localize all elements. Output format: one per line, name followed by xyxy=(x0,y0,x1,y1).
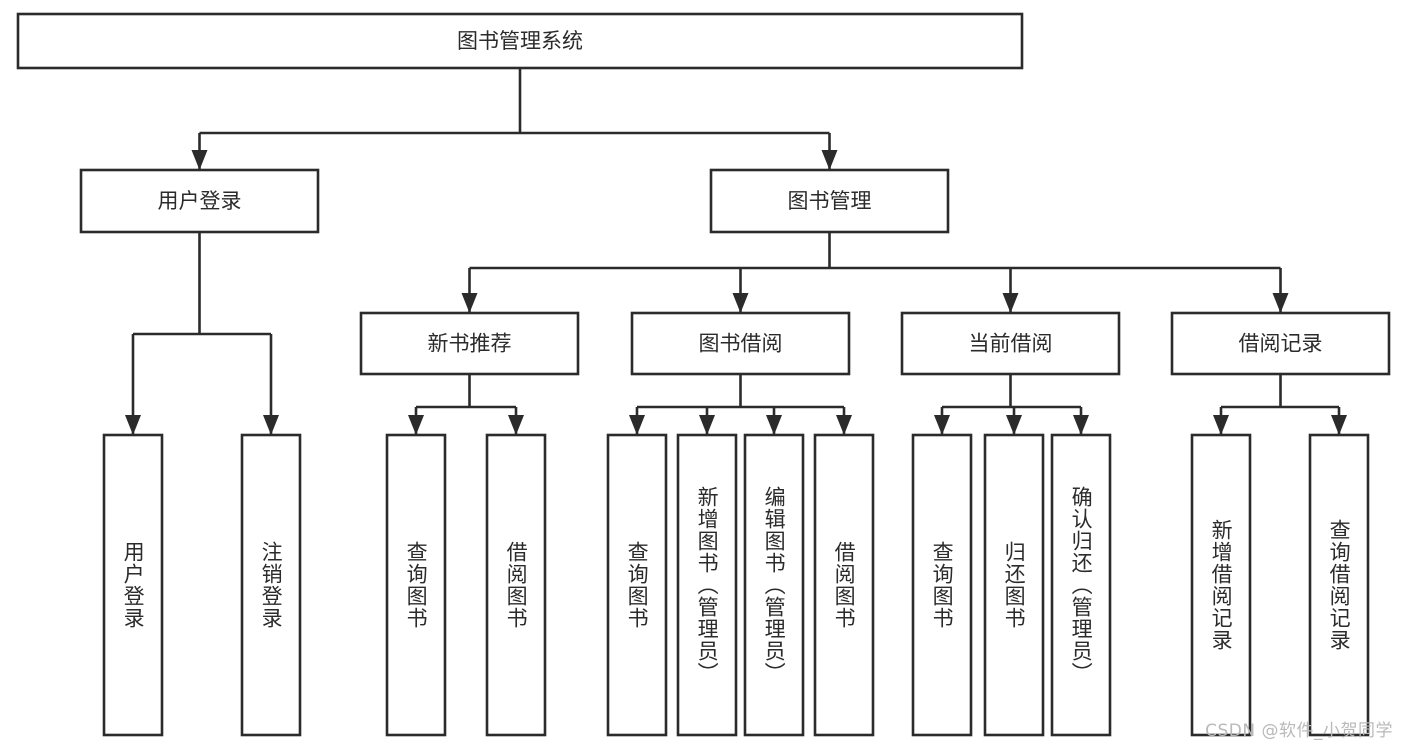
arrow-head-icon xyxy=(1272,293,1289,313)
node-box-level3-2[interactable] xyxy=(900,311,1121,376)
arrow-head-icon xyxy=(629,415,645,435)
node-box-level3-3[interactable] xyxy=(1170,311,1391,376)
node-label-level3-2: 当前借阅 xyxy=(969,332,1053,356)
csdn-watermark: CSDN @软件_小贺同学 xyxy=(1205,721,1393,741)
node-box-leaf-9[interactable] xyxy=(983,433,1045,737)
node-box-level2-1[interactable] xyxy=(709,168,950,234)
node-box-level3-1[interactable] xyxy=(630,311,851,376)
node-box-leaf-0[interactable] xyxy=(102,433,164,737)
arrow-head-icon xyxy=(125,415,141,435)
arrow-head-icon xyxy=(508,415,524,435)
arrow-head-icon xyxy=(766,415,782,435)
node-box-leaf-4[interactable] xyxy=(606,433,668,737)
node-box-leaf-12[interactable] xyxy=(1308,433,1370,737)
arrow-head-icon xyxy=(408,415,424,435)
arrow-head-icon xyxy=(699,415,715,435)
node-label-level2-1: 图书管理 xyxy=(788,189,872,213)
node-box-leaf-3[interactable] xyxy=(485,433,547,737)
node-box-root[interactable] xyxy=(16,12,1024,70)
connectors-layer xyxy=(125,68,1347,435)
node-label-level3-3: 借阅记录 xyxy=(1239,332,1323,356)
node-label-level3-1: 图书借阅 xyxy=(699,332,783,356)
node-box-leaf-2[interactable] xyxy=(385,433,447,737)
node-label-level3-0: 新书推荐 xyxy=(428,332,512,356)
node-box-leaf-7[interactable] xyxy=(813,433,875,737)
arrow-head-icon xyxy=(461,293,478,313)
node-box-level3-0[interactable] xyxy=(359,311,580,376)
node-box-leaf-8[interactable] xyxy=(911,433,973,737)
node-box-leaf-10[interactable] xyxy=(1050,433,1112,737)
node-box-leaf-6[interactable] xyxy=(743,433,805,737)
node-label-level2-0: 用户登录 xyxy=(158,189,242,213)
arrow-head-icon xyxy=(836,415,852,435)
node-box-leaf-11[interactable] xyxy=(1190,433,1252,737)
arrow-head-icon xyxy=(1006,415,1022,435)
arrow-head-icon xyxy=(263,415,279,435)
arrow-head-icon xyxy=(1002,293,1019,313)
arrow-head-icon xyxy=(821,150,838,170)
arrow-head-icon xyxy=(732,293,749,313)
boxes-layer xyxy=(16,12,1391,737)
node-box-level2-0[interactable] xyxy=(79,168,320,234)
arrow-head-icon xyxy=(191,150,208,170)
node-box-leaf-1[interactable] xyxy=(240,433,302,737)
arrow-head-icon xyxy=(1073,415,1089,435)
arrow-head-icon xyxy=(1213,415,1229,435)
arrow-head-icon xyxy=(934,415,950,435)
node-label-root: 图书管理系统 xyxy=(457,29,583,53)
node-box-leaf-5[interactable] xyxy=(676,433,738,737)
arrow-head-icon xyxy=(1331,415,1347,435)
